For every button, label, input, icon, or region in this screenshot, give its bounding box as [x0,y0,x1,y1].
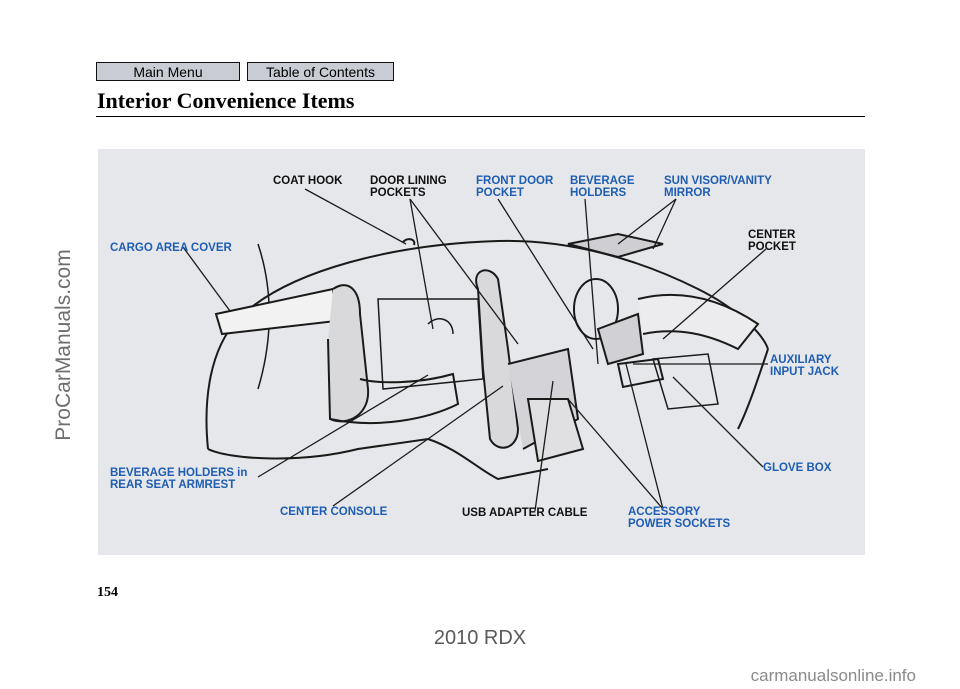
model-watermark: 2010 RDX [433,627,527,649]
beverage-label-2: HOLDERS [570,187,627,199]
title-divider [96,116,865,117]
cargo-cover-label: CARGO AREA COVER [110,242,232,254]
site-watermark: carmanualsonline.info [750,666,916,685]
page-number: 154 [97,585,118,600]
rear-beverage-label-2: REAR SEAT ARMREST [110,479,236,491]
page-title: Interior Convenience Items [97,88,355,113]
glove-box-label: GLOVE BOX [763,462,832,474]
center-pocket-label-1: CENTER [748,229,796,241]
front-door-label-2: POCKET [476,187,524,199]
door-lining-label-1: DOOR LINING [370,175,447,187]
accessory-label-1: ACCESSORY [628,506,701,518]
main-menu-button[interactable]: Main Menu [96,62,240,81]
aux-label-2: INPUT JACK [770,366,840,378]
table-of-contents-button[interactable]: Table of Contents [247,62,394,81]
side-watermark: ProCarManuals.com [52,249,75,441]
sun-visor-label-2: MIRROR [664,187,711,199]
aux-label-1: AUXILIARY [770,354,832,366]
front-door-label-1: FRONT DOOR [476,175,554,187]
door-lining-label-2: POCKETS [370,187,426,199]
beverage-label-1: BEVERAGE [570,175,635,187]
accessory-label-2: POWER SOCKETS [628,518,731,530]
center-pocket-label-2: POCKET [748,241,796,253]
usb-cable-label: USB ADAPTER CABLE [462,507,588,519]
center-console-label: CENTER CONSOLE [280,506,388,518]
car-interior-drawing [182,188,769,512]
coat-hook-label: COAT HOOK [273,175,343,187]
rear-beverage-label-1: BEVERAGE HOLDERS in [110,467,248,479]
interior-illustration: COAT HOOK DOOR LINING POCKETS FRONT DOOR… [98,149,865,555]
sun-visor-label-1: SUN VISOR/VANITY [664,175,772,187]
